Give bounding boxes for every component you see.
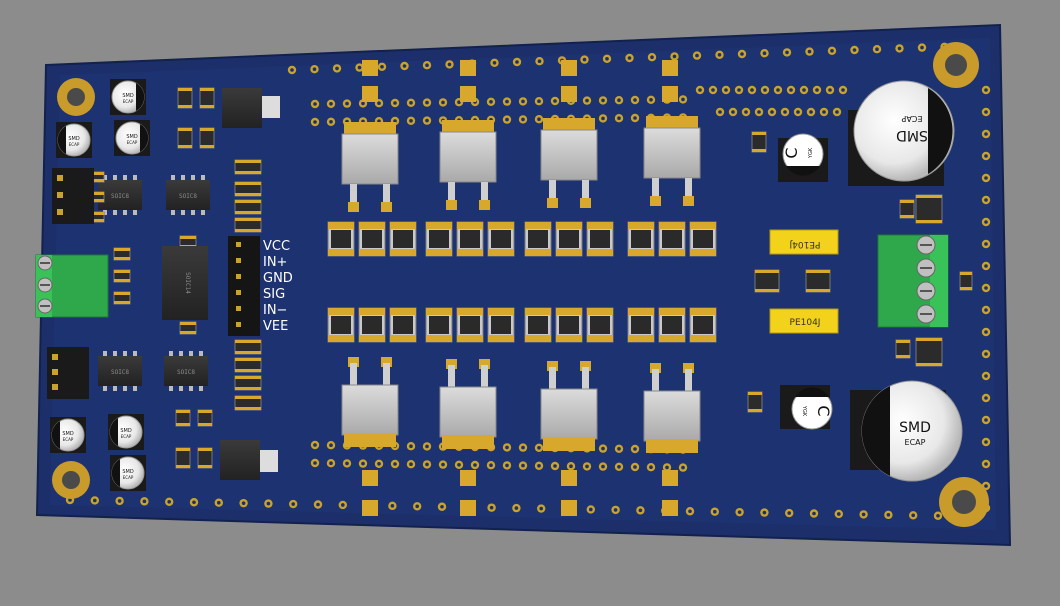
- inductor-bottom-label: PE104J: [790, 318, 821, 328]
- small-ecap-text: SMD: [126, 134, 137, 140]
- small-ecap-sub: ECAP: [123, 99, 134, 104]
- dpak-body: [439, 131, 497, 183]
- soic8-chip: [164, 356, 208, 386]
- ecap-top-sub: ECAP: [901, 114, 922, 123]
- smd-part: [915, 337, 943, 367]
- pad: [561, 86, 577, 102]
- dpak-tab: [344, 433, 396, 447]
- soic8-label: SOIC8: [111, 193, 129, 200]
- pad: [362, 500, 378, 516]
- tantalum-bottom-letter: C: [814, 405, 833, 416]
- small-ecap-text: SMD: [120, 428, 131, 434]
- dpak-tab: [543, 437, 595, 451]
- ecap-bottom-sub: ECAP: [905, 438, 926, 447]
- pad: [561, 470, 577, 486]
- pad: [460, 470, 476, 486]
- tantalum-top-letter: C: [782, 147, 801, 158]
- pad-field: [362, 60, 678, 516]
- label-gnd: GND: [263, 271, 293, 286]
- pad: [460, 500, 476, 516]
- pad: [362, 60, 378, 76]
- dpak-tab: [442, 435, 494, 449]
- small-ecaps: SMDECAPSMDECAPSMDECAPSMDECAPSMDECAPSMDEC…: [50, 79, 150, 491]
- regulator-top: [222, 88, 262, 128]
- terminal-block-right: [877, 234, 949, 328]
- regulator-bottom: [220, 440, 260, 480]
- tantalum-cap-bottom: C YGK: [780, 385, 833, 430]
- small-ecap-text: SMD: [122, 469, 133, 475]
- connector-labels: VCC IN+ GND SIG IN− VEE: [263, 239, 293, 334]
- mounting-hole-bottom-right: [939, 477, 989, 527]
- pad: [460, 60, 476, 76]
- ecap-top-text: SMD: [896, 127, 928, 143]
- ecap-bottom-text: SMD: [899, 420, 931, 436]
- soic8-label: SOIC8: [179, 193, 197, 200]
- dpak-body: [439, 386, 497, 438]
- pad: [662, 86, 678, 102]
- smd-part: [915, 194, 943, 224]
- label-in-minus: IN−: [263, 303, 287, 318]
- dpak-body: [540, 129, 598, 181]
- label-vee: VEE: [263, 319, 288, 334]
- tantalum-top-sub: YGK: [808, 147, 814, 159]
- dpak-tab: [646, 439, 698, 453]
- dpak-body: [643, 127, 701, 179]
- label-vcc: VCC: [263, 239, 290, 254]
- small-ecap-text: SMD: [122, 93, 133, 99]
- tantalum-bottom-sub: YGK: [801, 405, 807, 417]
- mounting-hole-top-left: [57, 78, 95, 116]
- soic8-chip: [166, 180, 210, 210]
- large-ecap-bottom: SMD ECAP: [850, 380, 963, 482]
- large-ecap-top: SMD ECAP: [848, 80, 955, 186]
- pin-header-left-top: [52, 168, 94, 224]
- pad: [460, 86, 476, 102]
- inductor-top: PE104J: [769, 229, 839, 255]
- small-ecap-text: SMD: [62, 431, 73, 437]
- dpak-tab: [646, 116, 698, 130]
- small-ecap-sub: ECAP: [121, 434, 132, 439]
- inductor-bottom: PE104J: [769, 308, 839, 334]
- pad: [662, 470, 678, 486]
- soic14-chip: SOIC14: [162, 246, 208, 320]
- soic8-label: SOIC8: [111, 369, 129, 376]
- soic14-label: SOIC14: [184, 272, 191, 294]
- small-ecap-sub: ECAP: [69, 142, 80, 147]
- dpak-transistors: [341, 116, 701, 453]
- smd-part: [805, 269, 831, 293]
- dpak-body: [341, 133, 399, 185]
- inductor-top-label: PE104J: [790, 239, 821, 249]
- small-ecap-text: SMD: [68, 136, 79, 142]
- dpak-tab: [442, 120, 494, 134]
- soic8-chip: [98, 356, 142, 386]
- pad: [362, 86, 378, 102]
- dpak-body: [341, 384, 399, 436]
- pad: [561, 500, 577, 516]
- dpak-tab: [543, 118, 595, 132]
- tantalum-cap-top: C YGK: [778, 133, 828, 182]
- soic8-label: SOIC8: [177, 369, 195, 376]
- dpak-body: [540, 388, 598, 440]
- dpak-body: [643, 390, 701, 442]
- resistor-array: [327, 221, 717, 343]
- signal-pin-header: [228, 236, 260, 336]
- label-sig: SIG: [263, 287, 285, 302]
- mounting-hole-bottom-left: [52, 461, 90, 499]
- label-in-plus: IN+: [263, 255, 287, 270]
- soic8-chip: [98, 180, 142, 210]
- terminal-block-left: [35, 254, 109, 318]
- pad: [561, 60, 577, 76]
- pin-header-left-bottom: [47, 347, 89, 399]
- small-ecap-sub: ECAP: [123, 475, 134, 480]
- small-ecap-sub: ECAP: [127, 140, 138, 145]
- smd-part: [754, 269, 780, 293]
- pad: [662, 500, 678, 516]
- mounting-hole-top-right: [933, 42, 979, 88]
- small-ecap-sub: ECAP: [63, 437, 74, 442]
- pad: [362, 470, 378, 486]
- pad: [662, 60, 678, 76]
- dpak-tab: [344, 122, 396, 136]
